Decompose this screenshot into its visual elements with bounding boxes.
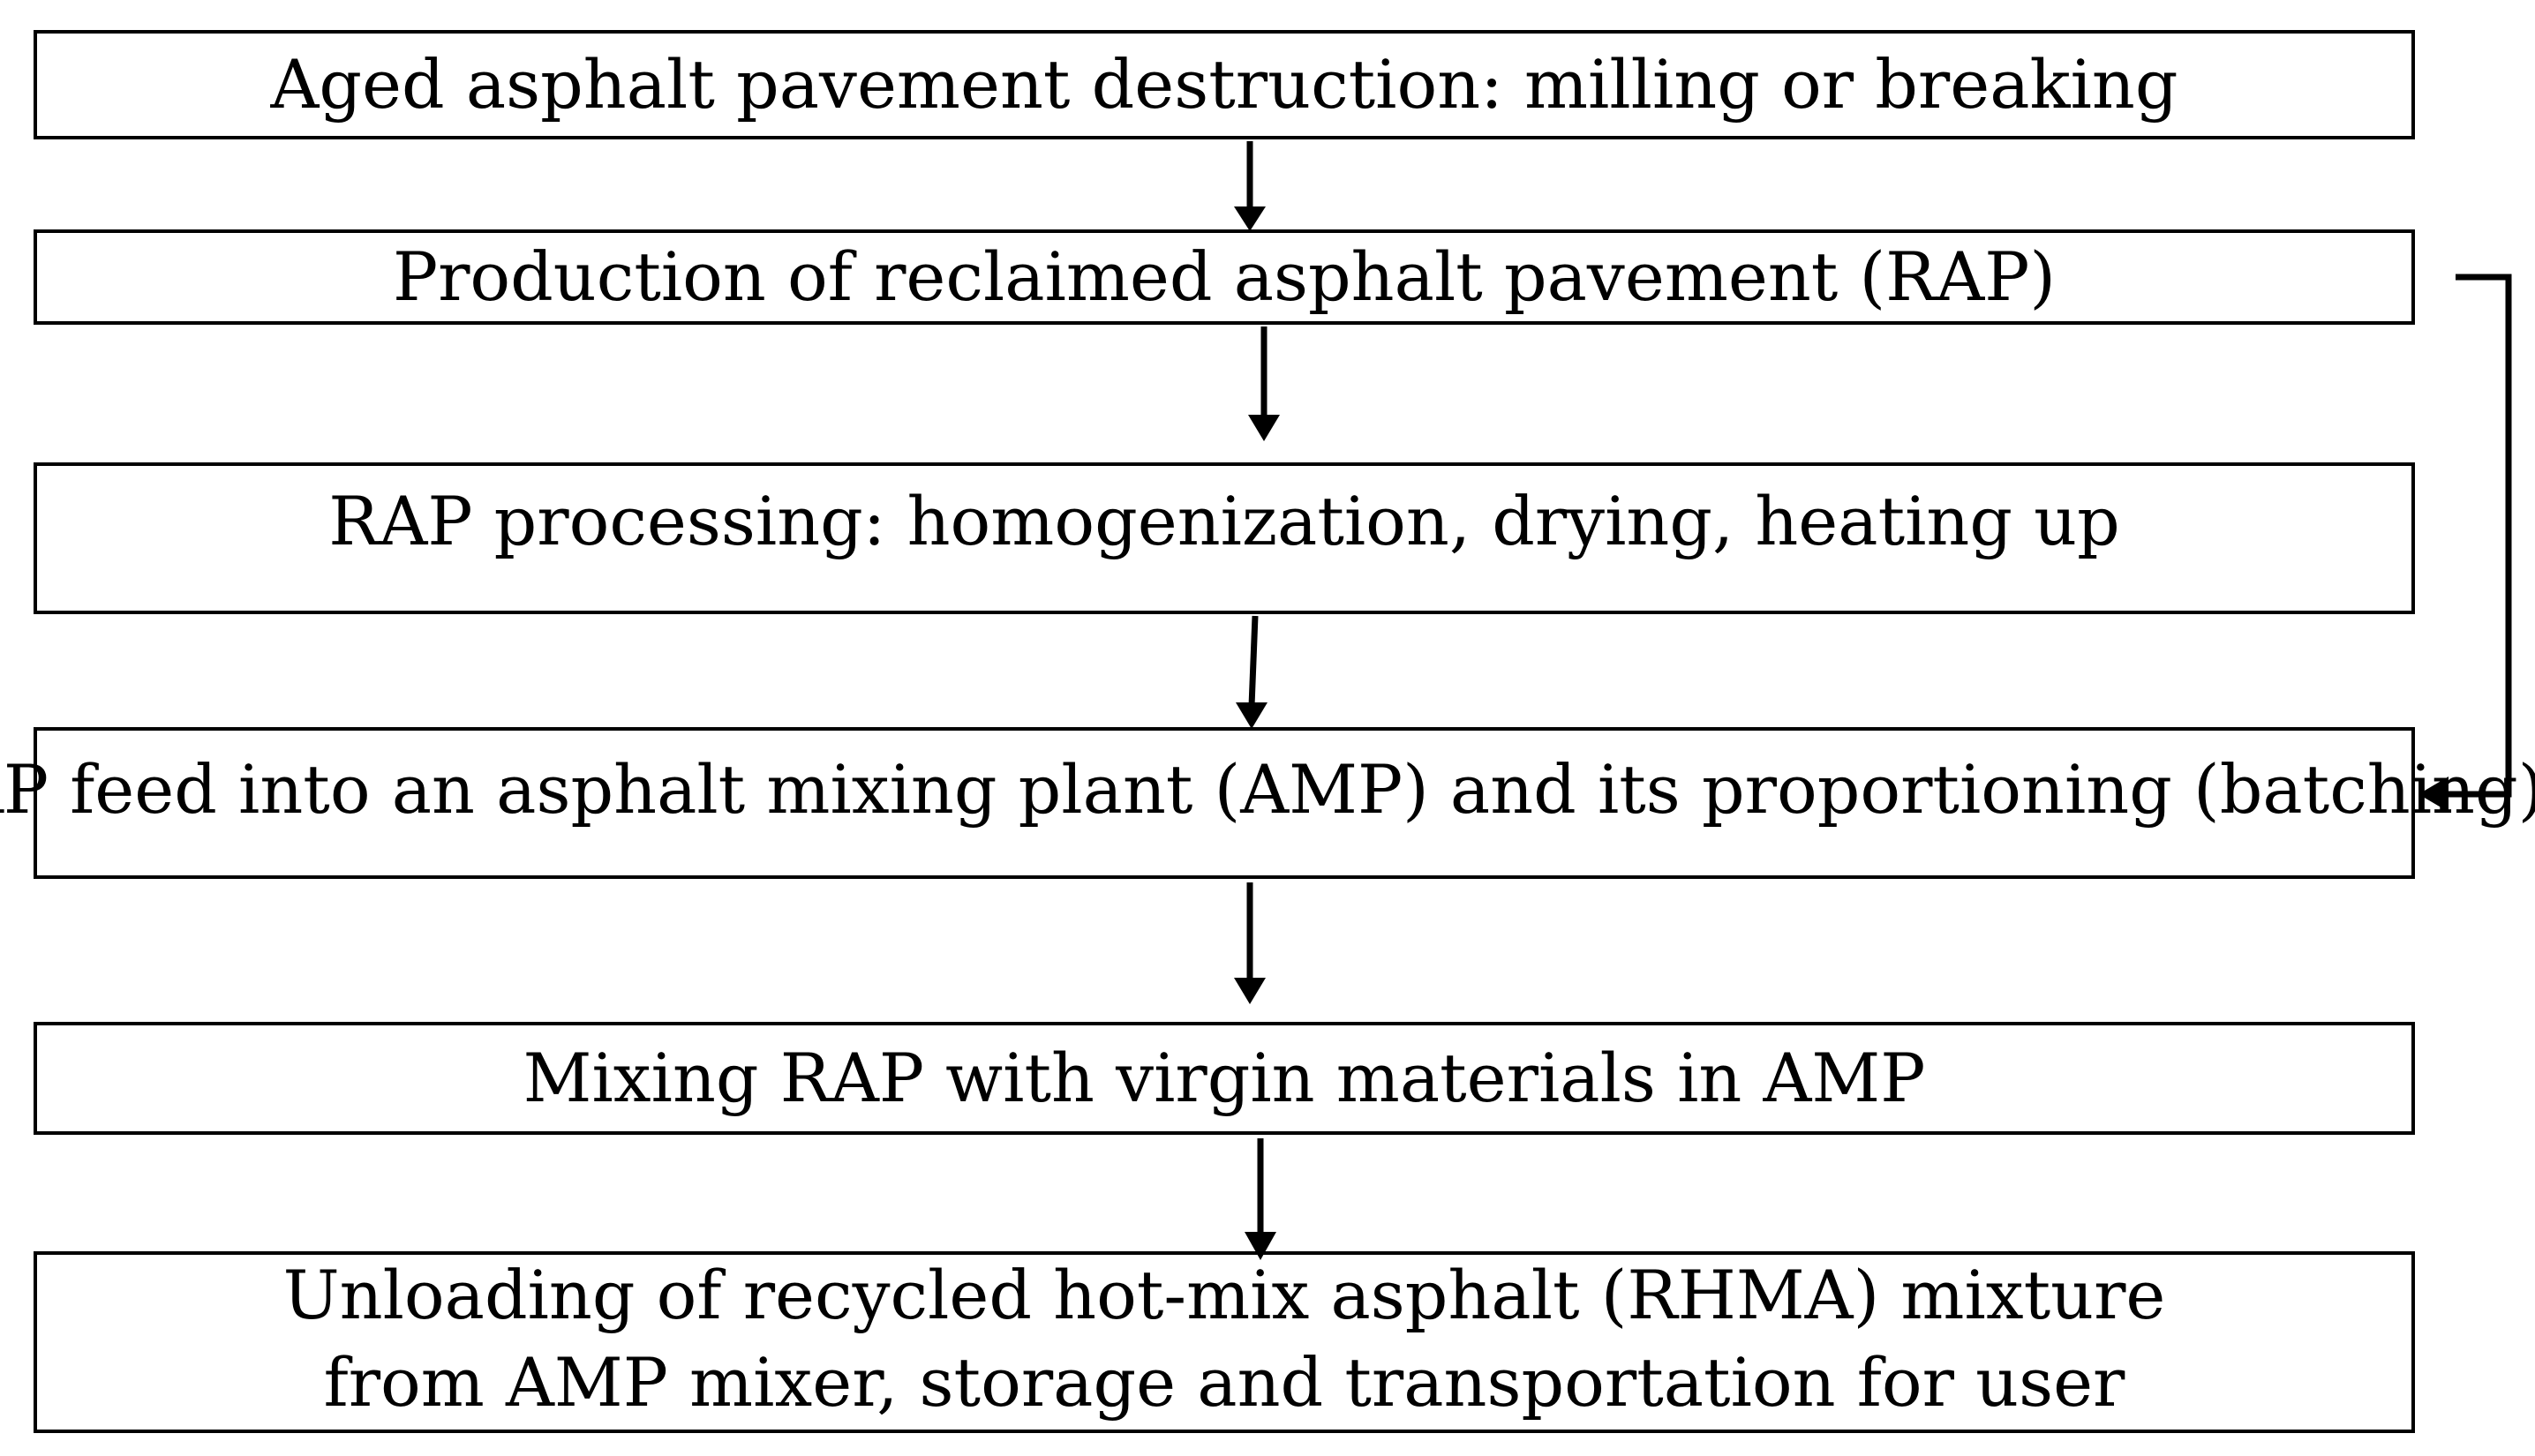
step-6-label-line-2: from AMP mixer, storage and transportati… bbox=[323, 1343, 2125, 1422]
step-6-label-line-1: Unloading of recycled hot-mix asphalt (R… bbox=[282, 1256, 2166, 1335]
step-6-box: Unloading of recycled hot-mix asphalt (R… bbox=[34, 1251, 2415, 1433]
step-3-box: RAP processing: homogenization, drying, … bbox=[34, 462, 2415, 614]
step-2-box: Production of reclaimed asphalt pavement… bbox=[34, 229, 2415, 325]
step-5-label: Mixing RAP with virgin materials in AMP bbox=[523, 1038, 1926, 1117]
step-2-label: Production of reclaimed asphalt pavement… bbox=[392, 236, 2057, 316]
step-4-box: RAP feed into an asphalt mixing plant (A… bbox=[0, 727, 2535, 879]
step-4-label: RAP feed into an asphalt mixing plant (A… bbox=[0, 750, 2535, 829]
arrow-step2-to-step3 bbox=[1248, 326, 1280, 441]
arrow-step3-to-step4 bbox=[1236, 615, 1268, 729]
step-1-box: Aged asphalt pavement destruction: milli… bbox=[34, 30, 2415, 139]
step-6-label: Unloading of recycled hot-mix asphalt (R… bbox=[283, 1252, 2166, 1427]
step-3-label: RAP processing: homogenization, drying, … bbox=[328, 482, 2120, 560]
arrow-step2-to-step4-bypass bbox=[2418, 274, 2512, 812]
step-1-label: Aged asphalt pavement destruction: milli… bbox=[270, 44, 2178, 124]
arrow-step5-to-step6 bbox=[1245, 1138, 1276, 1260]
step-5-box: Mixing RAP with virgin materials in AMP bbox=[34, 1022, 2415, 1135]
arrow-step4-to-step5 bbox=[1234, 882, 1266, 1004]
arrow-step1-to-step2 bbox=[1234, 141, 1266, 231]
